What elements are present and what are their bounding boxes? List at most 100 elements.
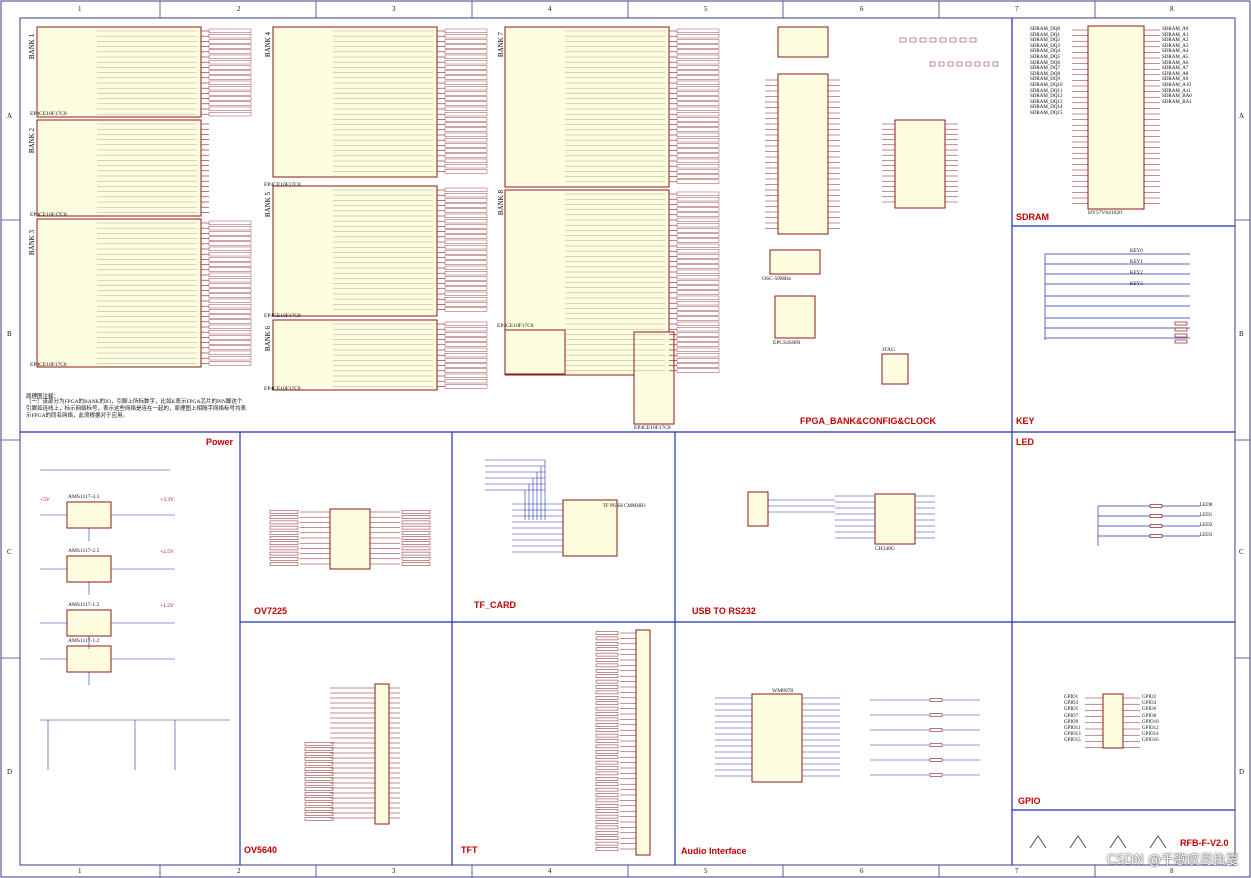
rail-2v5-label: +2.5V — [160, 549, 174, 555]
row-letter-d: D — [7, 768, 13, 776]
sdram-addr-label: SDRAM_A7 — [1162, 66, 1189, 72]
bank-1-label: BANK 1 — [28, 34, 36, 60]
key-net-label: KEY1 — [1130, 260, 1143, 265]
sdram-addr-label: SDRAM_A9 — [1162, 77, 1189, 83]
section-gpio-title: GPIO — [1018, 796, 1041, 806]
sdram-dq-label: SDRAM_DQ14 — [1030, 105, 1063, 111]
row-letter-c-right: C — [1239, 548, 1244, 556]
sdram-dq-label: SDRAM_DQ1 — [1030, 32, 1061, 38]
rail-1v2-label: +1.2V — [160, 603, 174, 609]
u2b-partname: EP4CE10F17C8 — [30, 212, 67, 218]
row-letter-b: B — [7, 330, 12, 338]
u2h-partname: EP4CE10F17C8 — [634, 425, 671, 431]
gpio-left-label: GPIO7 — [1064, 713, 1079, 719]
gpio-right-label: GPIO4 — [1142, 701, 1157, 707]
section-tft-title: TFT — [461, 845, 478, 855]
sdram-dq-label: SDRAM_DQ8 — [1030, 71, 1061, 77]
sdram-addr-label: SDRAM_A0 — [1162, 27, 1189, 32]
section-audio-title: Audio Interface — [681, 846, 747, 856]
gpio-left-label: GPIO11 — [1064, 726, 1081, 731]
sdram-dq-label: SDRAM_DQ9 — [1030, 77, 1061, 83]
tf-partname: TF PUSH CMMHH1 — [603, 504, 647, 509]
led-net-label: LED2 — [1200, 523, 1213, 528]
bank-2-label: BANK 2 — [28, 128, 36, 154]
section-ov7225-title: OV7225 — [254, 606, 288, 616]
note-body: （一）该部分为FPGA的BANK的IO，引脚上所标数字，比如K表示FPGA芯片的… — [26, 399, 247, 419]
gpio-left-label: GPIO3 — [1064, 701, 1079, 707]
sdram-addr-label: SDRAM_A6 — [1162, 60, 1189, 66]
sdram-dq-label: SDRAM_DQ2 — [1030, 38, 1061, 44]
osc-partname: OSC-50MHz — [762, 276, 792, 282]
gpio-left-label: GPIO1 — [1064, 695, 1079, 700]
col-num-5-bottom: 5 — [704, 867, 708, 875]
bank-6-label: BANK 6 — [264, 326, 272, 352]
col-num-1-bottom: 1 — [78, 867, 82, 875]
board-revision: RFB-F-V2.0 — [1180, 838, 1229, 848]
bank-3-label: BANK 3 — [28, 230, 36, 256]
usb-chip-partname: CH340G — [875, 546, 895, 552]
epcs-partname: EPCS4SI8N — [773, 340, 801, 346]
col-num-4: 4 — [548, 5, 552, 13]
sdram-addr-label: SDRAM_BA1 — [1162, 99, 1192, 105]
reg4-partname: AMS1117-1.2 — [68, 638, 100, 644]
section-tf-card-title: TF_CARD — [474, 600, 516, 610]
gpio-right-label: GPIO6 — [1142, 707, 1157, 713]
sdram-addr-label: SDRAM_A2 — [1162, 38, 1189, 44]
gpio-left-label: GPIO9 — [1064, 719, 1079, 725]
sdram-dq-label: SDRAM_DQ11 — [1030, 88, 1063, 94]
sdram-dq-label: SDRAM_DQ15 — [1030, 111, 1063, 116]
gpio-left-label: GPIO5 — [1064, 707, 1079, 713]
reg2-partname: AMS1117-2.5 — [68, 548, 100, 554]
key-net-label: KEY2 — [1130, 271, 1143, 276]
gpio-right-label: GPIO12 — [1142, 726, 1159, 731]
gpio-right-label: GPIO2 — [1142, 695, 1157, 700]
led-net-label: LED3 — [1200, 533, 1213, 538]
row-letter-a-right: A — [1239, 112, 1245, 120]
sdram-addr-label: SDRAM_A5 — [1162, 55, 1189, 60]
reg1-partname: AMS1117-3.3 — [68, 494, 100, 500]
watermark-text: CSDN @千歌叹尽执夏 — [1106, 853, 1239, 868]
sdram-addr-label: SDRAM_A1 — [1162, 32, 1189, 38]
sdram-dq-label: SDRAM_DQ6 — [1030, 60, 1061, 66]
sdram-dq-label: SDRAM_DQ5 — [1030, 55, 1061, 60]
led-net-label: LED1 — [1200, 513, 1213, 518]
col-num-8: 8 — [1170, 5, 1174, 13]
gpio-right-label: GPIO8 — [1142, 713, 1157, 719]
gpio-right-label: GPIO14 — [1142, 732, 1159, 738]
col-num-4-bottom: 4 — [548, 867, 552, 875]
sdram-dq-label: SDRAM_DQ12 — [1030, 94, 1063, 100]
gpio-right-label: GPIO16 — [1142, 738, 1159, 744]
key-net-label: KEY3 — [1130, 282, 1143, 287]
led-net-label: LED0 — [1200, 503, 1213, 508]
u2d-partname: EP4CE10F17C8 — [264, 182, 301, 188]
bank-8-label: BANK 8 — [497, 190, 505, 216]
col-num-6: 6 — [860, 5, 864, 13]
row-letter-c: C — [7, 548, 12, 556]
col-num-7-bottom: 7 — [1015, 867, 1019, 875]
sdram-addr-label: SDRAM_A8 — [1162, 71, 1189, 77]
u2g-partname: EP4CE10F17C8 — [497, 323, 534, 329]
section-sdram-title: SDRAM — [1016, 212, 1049, 222]
sdram-addr-label: SDRAM_A3 — [1162, 43, 1189, 49]
note-title: 原理图注释： — [26, 394, 60, 400]
key-net-label: KEY0 — [1130, 249, 1143, 254]
u2e-partname: EP4CE10F17C8 — [264, 313, 301, 319]
sdram-dq-label: SDRAM_DQ3 — [1030, 43, 1061, 49]
sdram-dq-label: SDRAM_DQ0 — [1030, 27, 1061, 32]
col-num-7: 7 — [1015, 5, 1019, 13]
u2a-partname: EP4CE10F17C8 — [30, 111, 67, 117]
sdram-addr-label: SDRAM_A11 — [1162, 88, 1191, 94]
sdram-dq-label: SDRAM_DQ7 — [1030, 66, 1061, 72]
rail-5v-label: +5V — [40, 497, 50, 503]
sdram-addr-label: SDRAM_A4 — [1162, 49, 1189, 55]
bank-4-label: BANK 4 — [264, 32, 272, 58]
col-num-2-bottom: 2 — [237, 867, 241, 875]
sdram-partname: HY57V641620 — [1088, 210, 1122, 216]
section-fpga-title: FPGA_BANK&CONFIG&CLOCK — [800, 416, 936, 426]
section-usb-title: USB TO RS232 — [692, 606, 756, 616]
section-key-title: KEY — [1016, 416, 1035, 426]
section-led-title: LED — [1016, 437, 1034, 447]
gpio-left-label: GPIO15 — [1064, 738, 1081, 744]
u2f-partname: EP4CE10F17C8 — [264, 386, 301, 392]
